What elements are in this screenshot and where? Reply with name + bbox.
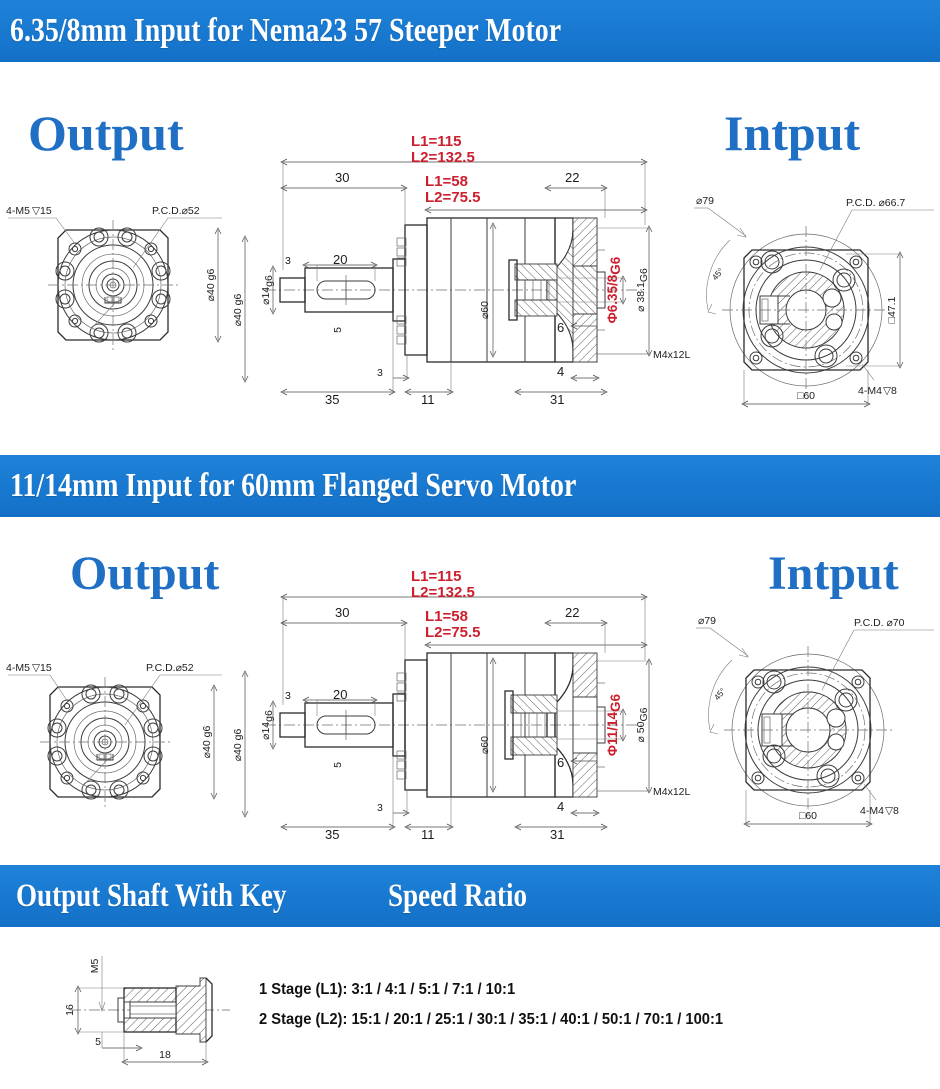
- input-angle-label: 45°: [710, 266, 726, 282]
- input-outer-dia-label-2: ⌀79: [698, 615, 716, 627]
- dim-30: 30: [335, 170, 349, 185]
- key-dim-18: 18: [159, 1049, 171, 1061]
- body-dia-label: ⌀60: [479, 301, 491, 319]
- dim-4-2: 4: [557, 799, 564, 814]
- section-1-banner: 6.35/8mm Input for Nema23 57 Steeper Mot…: [0, 0, 940, 62]
- output-pcd-label: P.C.D.⌀52: [152, 205, 200, 217]
- body-length-l1: L1=58: [425, 173, 468, 190]
- input-square-inner-label: □47.1: [886, 296, 898, 323]
- section-1-output-flange-view: 4-M5▽15 P.C.D.⌀52 ⌀40 g6: [0, 198, 230, 388]
- speed-ratio-line-1: 1 Stage (L1): 3:1 / 4:1 / 5:1 / 7:1 / 10…: [259, 981, 516, 998]
- section-1-input-heading: Intput: [724, 105, 861, 161]
- input-pcd-label: P.C.D. ⌀66.7: [846, 197, 905, 209]
- body-dia-label-2: ⌀60: [479, 736, 491, 754]
- pilot-dia-label: ⌀ 38.1G6: [635, 268, 650, 312]
- body-length-l2-2: L2=75.5: [425, 624, 480, 641]
- speed-ratio-title: Speed Ratio: [387, 877, 527, 914]
- section-1-input-flange-view: ⌀79 45° P.C.D. ⌀66.7 □47.1 4-M4▽8 □60: [686, 192, 940, 422]
- dim-5: 5: [332, 327, 344, 333]
- output-shaft-with-key-title: Output Shaft With Key: [16, 877, 287, 914]
- section-2-input-heading: Intput: [768, 547, 899, 600]
- section-1-output-heading: Output: [28, 105, 184, 161]
- dim-3a: 3: [285, 255, 291, 267]
- output-shaft-flange-dia-2: ⌀40 g6: [232, 729, 244, 762]
- overall-length-l1-2: L1=115: [411, 568, 461, 585]
- input-angle-label-2: 45°: [712, 686, 728, 702]
- section-2-output-flange-view: 4-M5▽15 P.C.D.⌀52 ⌀40 g6: [0, 655, 230, 845]
- dim-11-2: 11: [421, 827, 435, 842]
- input-square-outer-label-2: □60: [799, 810, 817, 822]
- screw-callout: M4x12L: [653, 349, 691, 361]
- overall-length-l1: L1=115: [411, 133, 461, 150]
- section-2-input-flange-view: ⌀79 45° P.C.D. ⌀70 4-M4▽8 □60: [686, 612, 940, 842]
- shaft-dia-label: ⌀14g6: [260, 275, 275, 305]
- speed-ratio-block: 1 Stage (L1): 3:1 / 4:1 / 5:1 / 7:1 / 10…: [259, 975, 748, 1035]
- dim-22: 22: [565, 170, 579, 185]
- output-shaft-key-detail-view: M5 16 5 18: [40, 938, 240, 1073]
- pilot-dia-label-2: ⌀ 50G6: [635, 707, 650, 742]
- input-bore-label: Φ6.35/8G6: [605, 256, 623, 323]
- dim-31-2: 31: [550, 827, 564, 842]
- dim-6-2: 6: [557, 755, 564, 770]
- dim-11: 11: [421, 392, 435, 407]
- dim-5-2: 5: [332, 762, 344, 768]
- dim-3b: 3: [377, 367, 383, 379]
- input-pcd-label-2: P.C.D. ⌀70: [854, 617, 905, 629]
- dim-35-2: 35: [325, 827, 339, 842]
- overall-length-l2-2: L2=132.5: [411, 584, 475, 601]
- input-bolt-callout: 4-M4▽8: [858, 385, 897, 397]
- input-bolt-callout-2: 4-M4▽8: [860, 805, 899, 817]
- key-dim-16: 16: [64, 1004, 76, 1016]
- key-dim-5: 5: [95, 1036, 101, 1048]
- overall-length-l2: L2=132.5: [411, 149, 475, 166]
- dim-22-2: 22: [565, 605, 579, 620]
- dim-30-2: 30: [335, 605, 349, 620]
- section-2-banner-title: 11/14mm Input for 60mm Flanged Servo Mot…: [10, 467, 577, 504]
- body-length-l2: L2=75.5: [425, 189, 480, 206]
- body-length-l1-2: L1=58: [425, 608, 468, 625]
- input-outer-dia-label: ⌀79: [696, 195, 714, 207]
- output-pcd-label-2: P.C.D.⌀52: [146, 662, 194, 674]
- shaft-dia-label-2: ⌀14g6: [260, 710, 275, 740]
- dim-20-2: 20: [333, 687, 347, 702]
- dim-3a-2: 3: [285, 690, 291, 702]
- dim-3b-2: 3: [377, 802, 383, 814]
- output-flange-dia-label: ⌀40 g6: [205, 269, 217, 302]
- section-1-cross-section-view: L1=115 L2=132.5 L1=58 L2=75.5 30 3 20 5 …: [225, 130, 695, 420]
- section-2-output-heading: Output: [70, 547, 220, 600]
- output-shaft-flange-dia: ⌀40 g6: [232, 294, 244, 327]
- dim-31: 31: [550, 392, 564, 407]
- dim-6: 6: [557, 320, 564, 335]
- input-square-outer-label: □60: [797, 390, 815, 402]
- dim-35: 35: [325, 392, 339, 407]
- screw-callout-2: M4x12L: [653, 786, 691, 798]
- output-bolt-callout: 4-M5▽15: [6, 205, 52, 217]
- section-2-banner: 11/14mm Input for 60mm Flanged Servo Mot…: [0, 455, 940, 517]
- key-thread-label: M5: [89, 959, 101, 974]
- output-flange-dia-label-2: ⌀40 g6: [201, 726, 213, 759]
- section-2-cross-section-view: L1=115 L2=132.5 L1=58 L2=75.5 30 3 20 5 …: [225, 565, 695, 855]
- output-bolt-callout-2: 4-M5▽15: [6, 662, 52, 674]
- dim-20: 20: [333, 252, 347, 267]
- speed-ratio-line-2: 2 Stage (L2): 15:1 / 20:1 / 25:1 / 30:1 …: [259, 1011, 724, 1028]
- input-bore-label-2: Φ11/14G6: [605, 693, 623, 756]
- section-3-banner: Output Shaft With Key Speed Ratio: [0, 865, 940, 927]
- dim-4: 4: [557, 364, 564, 379]
- section-1-banner-title: 6.35/8mm Input for Nema23 57 Steeper Mot…: [10, 12, 562, 49]
